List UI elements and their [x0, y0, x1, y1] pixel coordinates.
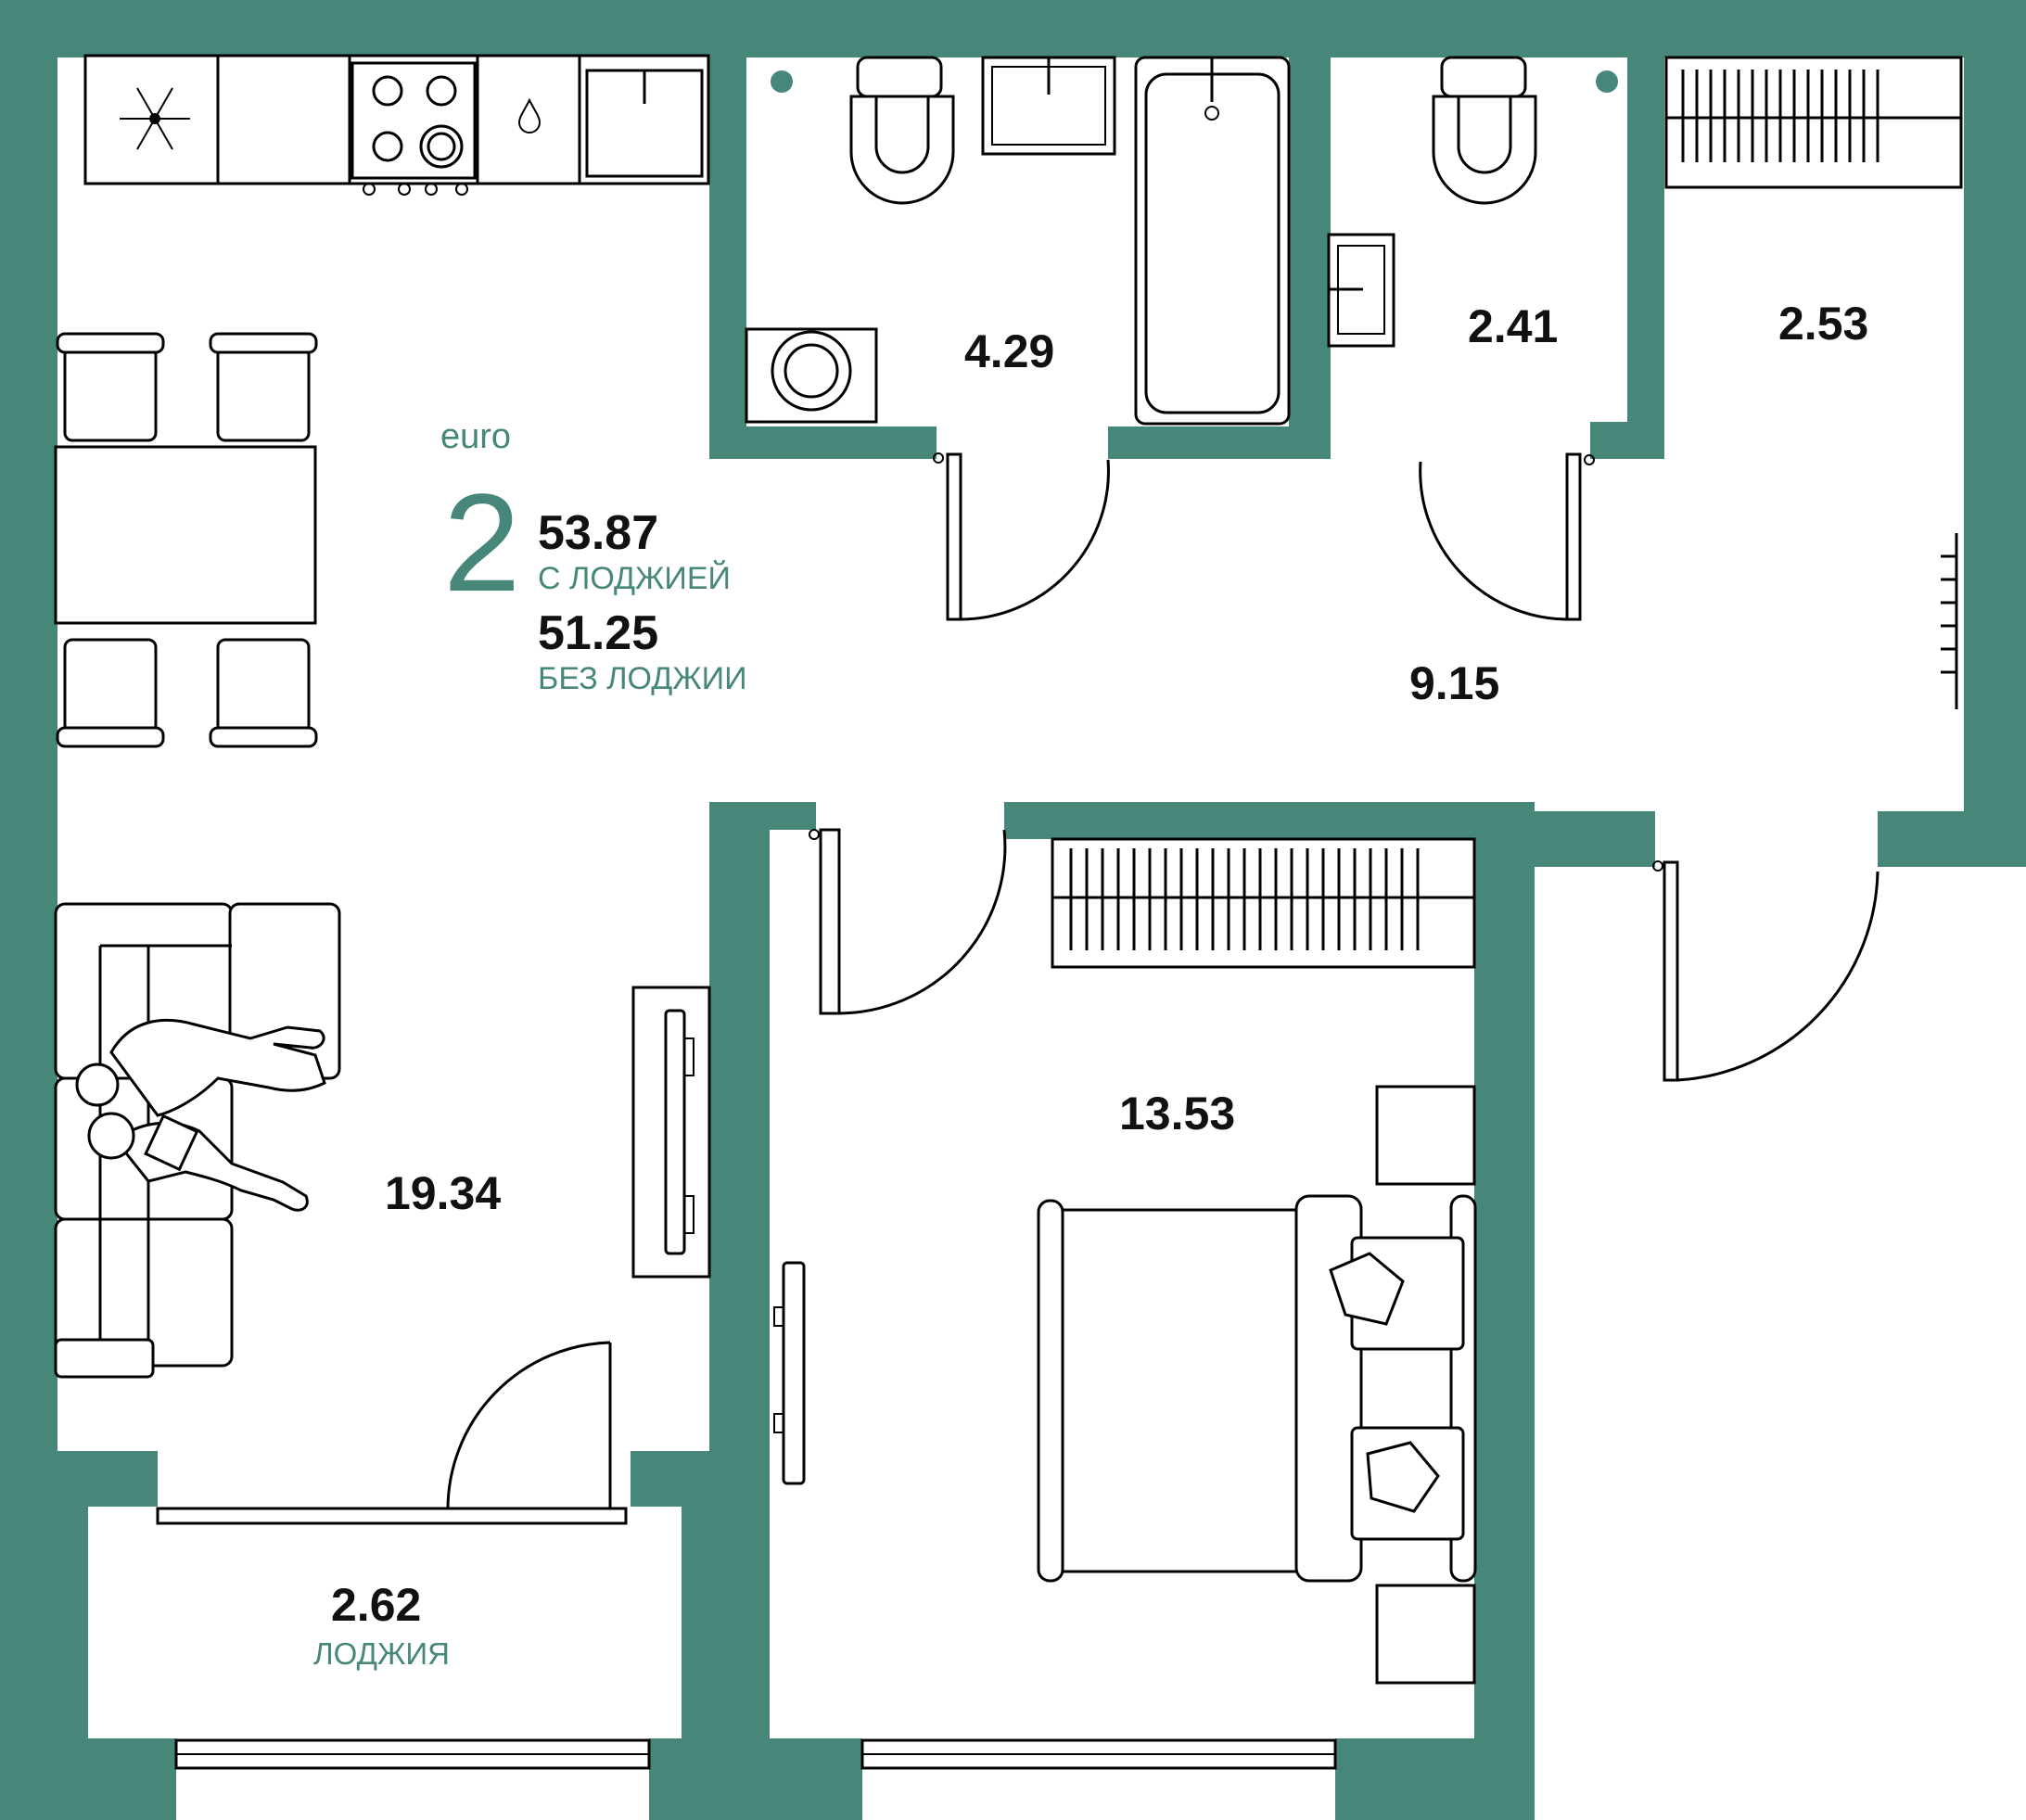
- hall-wardrobe: [1664, 56, 1963, 189]
- coat-rack: [1941, 533, 1958, 709]
- bathtub: [1134, 56, 1291, 426]
- bedroom-tv: [773, 1261, 806, 1485]
- room-area-loggia: 2.62: [331, 1579, 422, 1631]
- drain-marker: [771, 70, 793, 93]
- snowflake-icon: [120, 87, 190, 150]
- stove: [350, 61, 477, 196]
- people-on-sofa: [75, 1018, 326, 1212]
- bathroom-sink: [981, 56, 1116, 156]
- room-area-wardrobe: 2.53: [1778, 298, 1869, 350]
- apartment-type-label: euro: [440, 417, 512, 456]
- dining-table: [54, 445, 317, 625]
- bed: [1037, 1194, 1477, 1583]
- area-without-loggia: 51.25: [538, 606, 659, 660]
- room-area-bathroom: 4.29: [964, 325, 1055, 377]
- windows: [156, 1507, 1337, 1770]
- doors: [446, 452, 1879, 1522]
- room-area-living-kitchen: 19.34: [385, 1167, 502, 1219]
- room-area-hallway: 9.15: [1409, 657, 1500, 709]
- bedroom-wardrobe: [1051, 837, 1476, 969]
- living-tv-stand: [631, 986, 711, 1279]
- washing-machine: [745, 327, 878, 424]
- nightstands: [1375, 1085, 1476, 1685]
- water-drop-icon: [517, 97, 542, 134]
- room-area-toilet: 2.41: [1468, 300, 1559, 352]
- room-label-loggia: ЛОДЖИЯ: [313, 1636, 450, 1671]
- label-with-loggia: С ЛОДЖИЕЙ: [538, 561, 731, 596]
- room-area-bedroom: 13.53: [1119, 1088, 1236, 1139]
- toilet-room-toilet: [1432, 56, 1537, 205]
- kitchen-sink: [585, 69, 704, 178]
- toilet-room-sink: [1327, 233, 1395, 348]
- dining-chairs: [56, 332, 318, 748]
- bathroom-toilet: [849, 56, 955, 205]
- drain-marker-2: [1596, 70, 1618, 93]
- area-with-loggia: 53.87: [538, 506, 659, 560]
- apartment-rooms-number: 2: [443, 465, 521, 620]
- label-without-loggia: БЕЗ ЛОДЖИИ: [538, 661, 747, 696]
